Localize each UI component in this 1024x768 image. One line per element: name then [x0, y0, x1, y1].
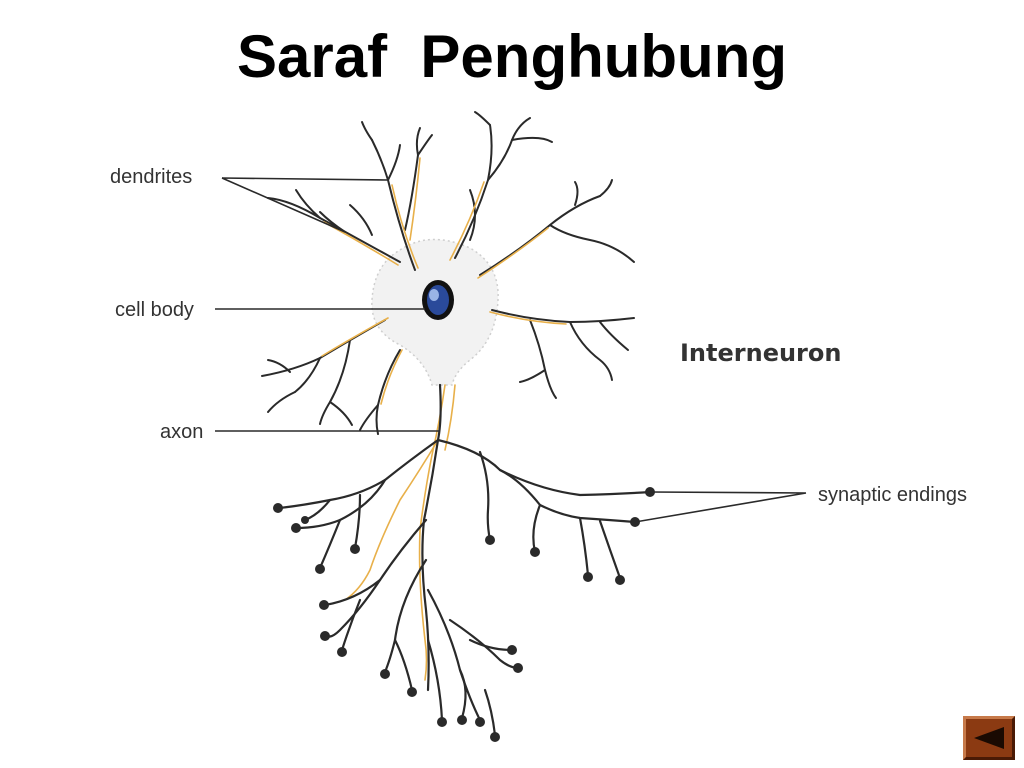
- label-interneuron: Interneuron: [680, 339, 841, 367]
- axon-branches: [278, 383, 652, 737]
- label-cell-body: cell body: [115, 299, 194, 321]
- leader-lines: [215, 177, 807, 523]
- triangle-left-icon: [974, 727, 1004, 749]
- synaptic-knobs: [273, 487, 655, 742]
- dendrites-leader: [221, 177, 389, 233]
- label-axon: axon: [160, 421, 203, 443]
- label-dendrites: dendrites: [110, 166, 192, 188]
- myelin-highlight: [321, 157, 567, 681]
- back-button[interactable]: [963, 716, 1015, 760]
- nucleus: [422, 280, 454, 320]
- synaptic-endings-leader: [634, 491, 807, 523]
- dendrite-branches: [261, 111, 635, 435]
- label-synaptic-endings: synaptic endings: [818, 484, 967, 506]
- slide-title: Saraf Penghubung: [236, 23, 788, 90]
